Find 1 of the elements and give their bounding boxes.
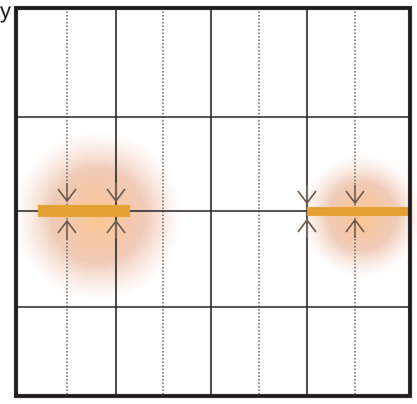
axis-label: y [0,0,11,22]
